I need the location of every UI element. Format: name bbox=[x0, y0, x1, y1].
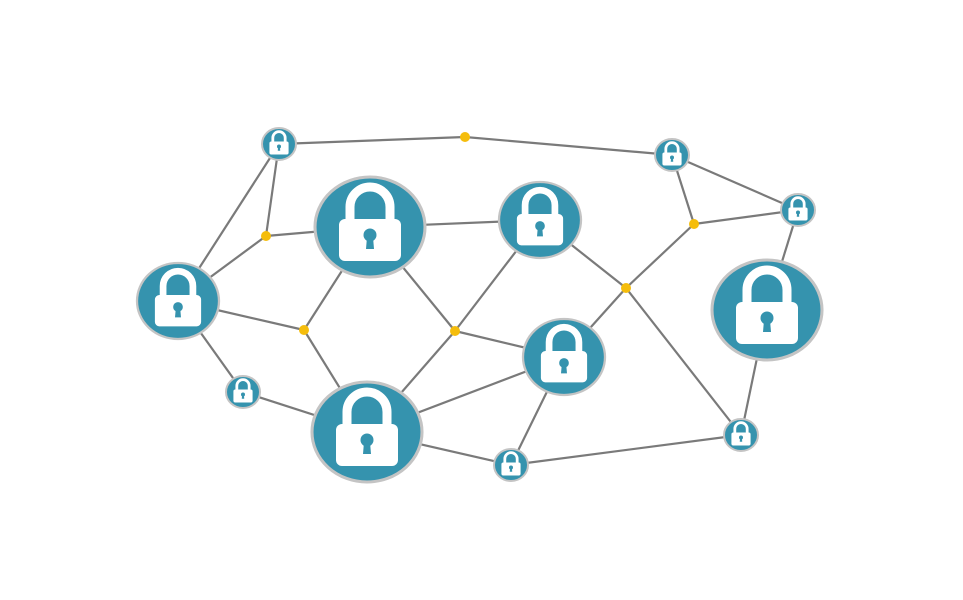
junction-dot bbox=[450, 326, 460, 336]
junctions bbox=[261, 132, 699, 336]
lock-node bbox=[723, 418, 759, 452]
padlock-icon bbox=[788, 196, 808, 221]
padlock-icon bbox=[736, 265, 798, 344]
padlock-icon bbox=[339, 182, 401, 261]
lock-node bbox=[780, 193, 816, 227]
padlock-icon bbox=[336, 387, 398, 466]
lock-node bbox=[310, 380, 424, 484]
lock-node bbox=[654, 138, 690, 172]
junction-dot bbox=[460, 132, 470, 142]
junction-dot bbox=[689, 219, 699, 229]
padlock-icon bbox=[233, 378, 253, 403]
padlock-icon bbox=[540, 323, 588, 383]
edges bbox=[177, 135, 800, 467]
padlock-icon bbox=[501, 451, 521, 476]
padlock-icon bbox=[662, 141, 682, 166]
edge-A-j1 bbox=[278, 135, 466, 146]
padlock-icon bbox=[516, 186, 564, 246]
junction-dot bbox=[261, 231, 271, 241]
padlock-icon bbox=[269, 130, 289, 155]
edge-H-L bbox=[510, 433, 742, 467]
lock-node bbox=[493, 448, 529, 482]
padlock-icon bbox=[731, 421, 751, 446]
edge-j5-j6 bbox=[625, 223, 695, 289]
lock-node bbox=[521, 317, 607, 397]
lock-node bbox=[710, 258, 824, 362]
edge-j5-L bbox=[625, 287, 742, 436]
lock-node bbox=[497, 180, 583, 260]
edge-j1-I bbox=[464, 135, 673, 157]
lock-node bbox=[135, 261, 221, 341]
junction-dot bbox=[299, 325, 309, 335]
lock-node bbox=[261, 127, 297, 161]
junction-dot bbox=[621, 283, 631, 293]
nodes bbox=[135, 127, 824, 484]
edge-I-J bbox=[671, 153, 799, 212]
padlock-icon bbox=[154, 267, 202, 327]
lock-node bbox=[313, 175, 427, 279]
lock-node bbox=[225, 375, 261, 409]
